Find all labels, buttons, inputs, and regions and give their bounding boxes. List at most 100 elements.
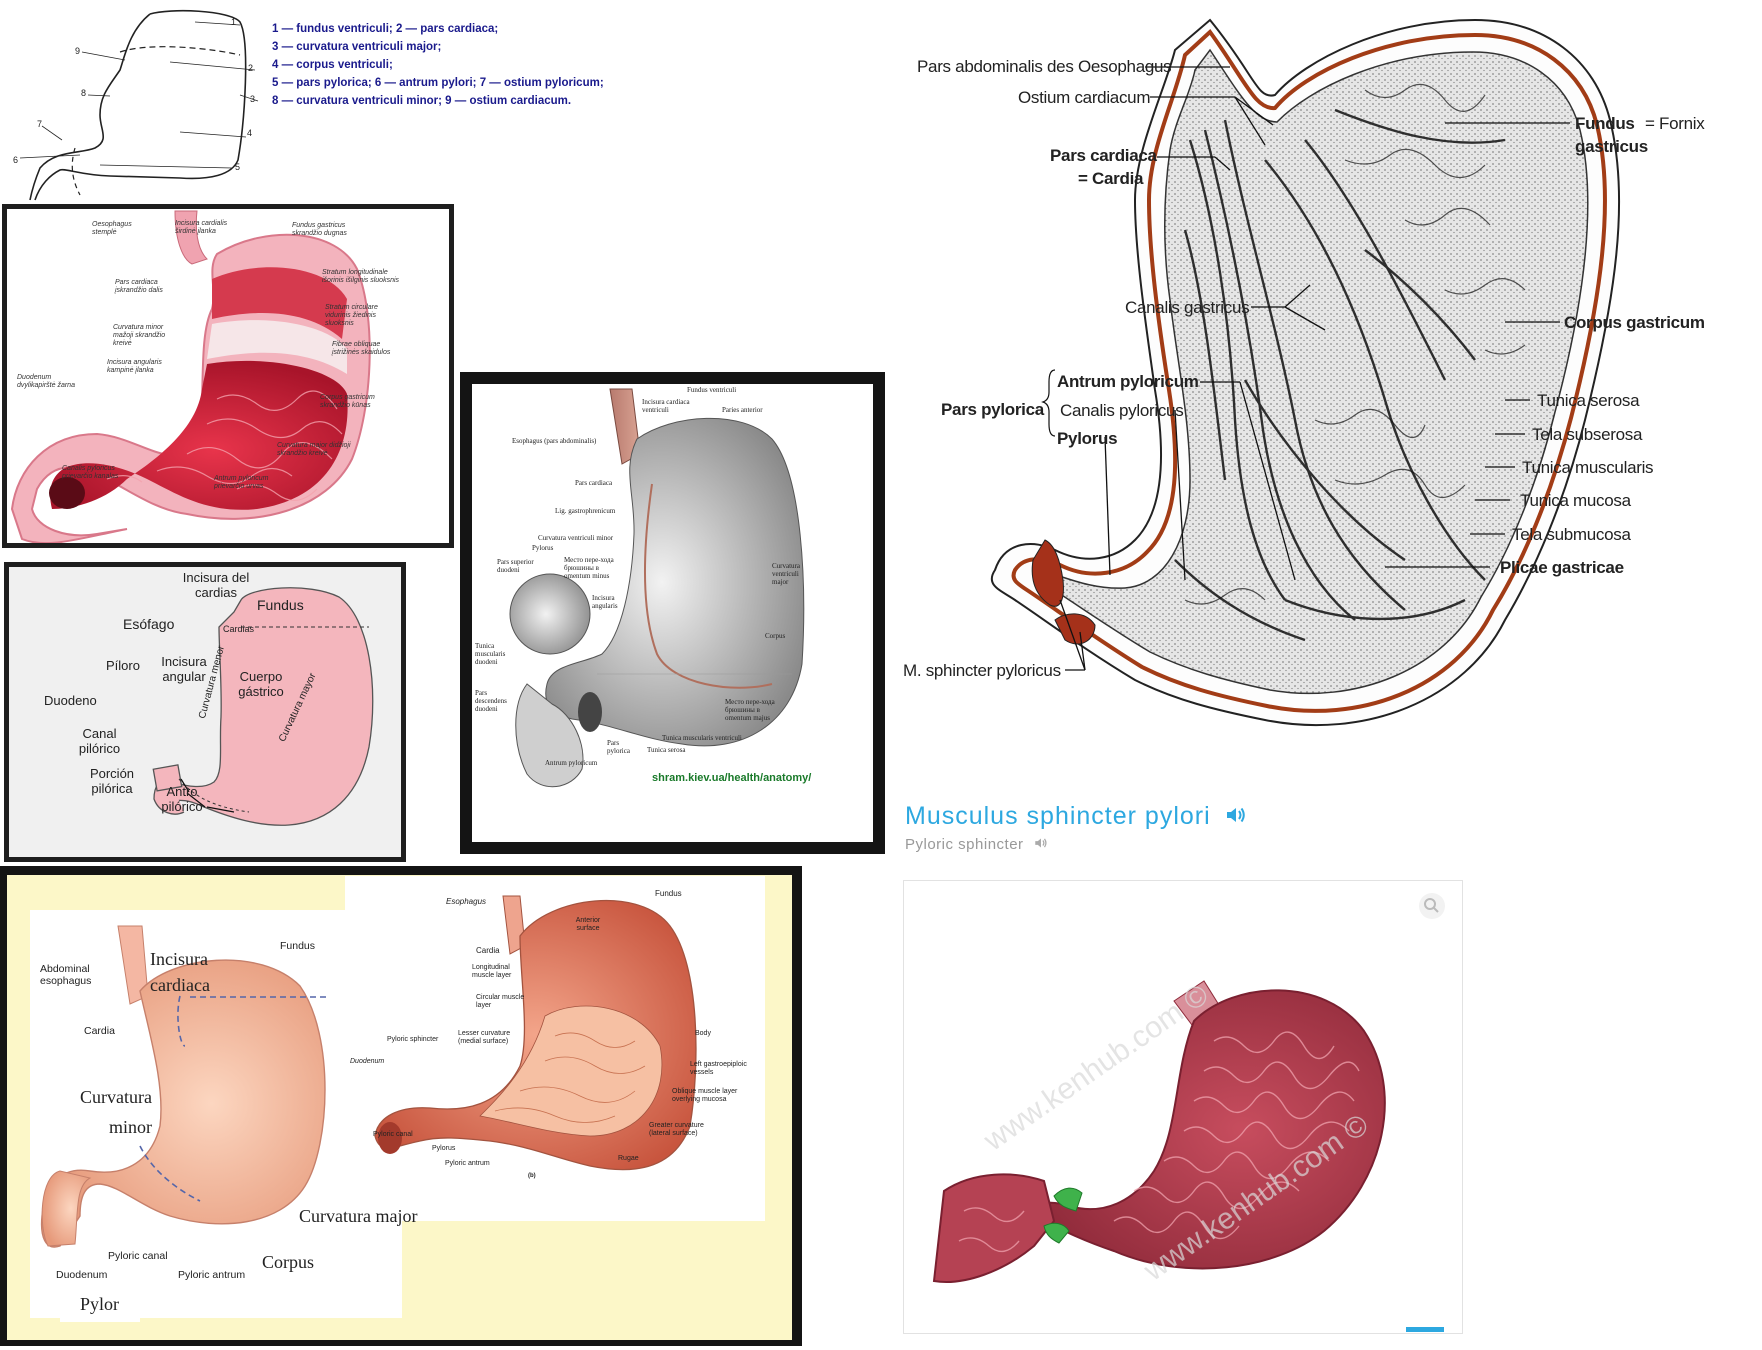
label-sphincter-pyloricus: M. sphincter pyloricus [903,661,1061,680]
label-duodenum: Duodenum [56,1269,108,1281]
speaker-icon[interactable] [1225,802,1247,831]
label-b-rugae: Rugae [618,1155,639,1162]
label-tunica-musc-ventriculi: Tunica muscularis ventriculi [662,734,742,742]
label-fornix: = Fornix [1645,114,1705,133]
label-pars-cardiaca: Pars cardiaca [1050,146,1157,165]
label-fundus: Fundus [1575,114,1635,133]
legend-line: 3 — curvatura ventriculi major; [272,41,442,53]
label-incisura-cardialis: Incisura cardialis širdinė įlanka [175,220,228,235]
latin-english-stomach-drawing [40,895,697,1248]
kenhub-title[interactable]: Musculus sphincter pylori [905,802,1247,831]
label-fundus-ventriculi: Fundus ventriculi [687,386,737,394]
spanish-stomach-panel: Incisura del cardias Fundus Esófago Card… [4,562,406,862]
label-porcion-pilorica: Porción pilórica [89,766,135,796]
label-pyloric-antrum: Pyloric antrum [178,1269,246,1281]
legend-line: 8 — curvatura ventriculi minor; 9 — osti… [272,95,572,107]
watermark-shram: shram.kiev.ua/health/anatomy/ [652,772,812,784]
label-corpus: Corpus [765,632,786,640]
label-pars-cardiaca: Pars cardiaca [575,479,613,487]
label-curvatura-major: Curvatura major [299,1206,418,1226]
gray-stomach-panel: Fundus ventriculi Incisura cardiaca vent… [460,372,885,854]
label-incisura-angularis: Incisura angularis [592,594,618,611]
label-canal-pilorico: Canal pilórico [78,726,121,756]
label-b-greater: Greater curvature (lateral surface) [649,1122,704,1138]
label-corpus-gastricum: Corpus gastricum [1564,313,1705,332]
label-mesto-majus: Место пере-хода брюшины в omentum majus [725,698,775,723]
label-plicae-gastricae: Plicae gastricae [1500,558,1624,577]
label-esophagus: Esophagus (pars abdominalis) [512,437,597,445]
label-b-tag: (b) [528,1173,536,1179]
label-b-left-gastroepiploic: Left gastroepiploic vessels [690,1061,747,1077]
label-esofago: Esófago [123,616,175,632]
gray-stomach-drawing [509,388,805,788]
label-incisura-cardiaca: Incisura cardiaca ventriculi [642,398,690,415]
label-tunica-serosa: Tunica serosa [647,746,686,754]
label-cardias: Cardias [223,624,255,634]
label-b-cardia: Cardia [476,946,500,955]
label-b-body: Body [695,1030,711,1037]
legend-line: 4 — corpus ventriculi; [272,59,393,71]
num-6: 6 [13,155,19,165]
kenhub-stomach-drawing [932,893,1445,1332]
label-cardia: = Cardia [1078,169,1144,188]
label-curvatura-major: Curvatura ventriculi major [772,562,800,587]
legend: 1 — fundus ventriculi; 2 — pars cardiaca… [272,20,604,110]
label-fundus: Fundus [280,940,316,952]
num-5: 5 [235,162,241,172]
label-pylorus: Pylorus [1057,429,1118,448]
label-curvatura-minor: Curvatura minor mažoji skrandžio kreivė [113,324,166,347]
label-canalis-gastricus: Canalis gastricus [1125,298,1250,317]
kenhub-subtitle[interactable]: Pyloric sphincter [905,836,1048,853]
cross-section-stomach-drawing [990,18,1621,727]
label-antro-pilorico: Antro pilórico [161,784,203,814]
label-fundus: Fundus [257,597,304,613]
num-4: 4 [247,128,253,138]
label-oesophagus: Oesophagus stemplė [92,221,132,236]
label-gastricus: gastricus [1575,137,1648,156]
label-pyloric-canal: Pyloric canal [108,1250,168,1262]
label-tunica-muscularis: Tunica muscularis [1522,458,1654,477]
kenhub-subtitle-text: Pyloric sphincter [905,836,1024,853]
label-incisura-cardiaca: Incisura cardiaca [150,949,210,995]
label-stratum-long: Stratum longitudinale išorinis išilginis… [322,269,400,284]
label-b-pyloric-antrum: Pyloric antrum [445,1160,490,1167]
label-b-anterior: Anterior surface [575,917,601,933]
label-pars-abdominalis: Pars abdominalis des Oesophagus [917,57,1172,76]
num-1: 1 [231,17,237,27]
label-duodenum: Duodenum dvylikapirštė žarna [17,374,75,389]
label-curvatura-minor: Curvatura ventriculi minor [538,534,614,542]
speaker-icon[interactable] [1034,836,1048,853]
outline-stomach-diagram: 1 2 3 4 5 6 7 8 9 1 — fundus ventriculi;… [0,0,700,205]
label-b-longitudinal: Longitudinal muscle layer [472,964,512,980]
label-b-oblique: Oblique muscle layer overlying mucosa [672,1088,738,1104]
label-pars-superior: Pars superior duodeni [497,558,534,575]
legend-line: 1 — fundus ventriculi; 2 — pars cardiaca… [272,23,499,35]
num-2: 2 [248,63,254,73]
label-b-pylorus: Pylorus [432,1145,456,1152]
label-curvatura-minor: Curvatura minor [80,1087,152,1137]
label-paries-anterior: Paries anterior [722,406,763,414]
lithuanian-stomach-panel: Oesophagus stemplė Incisura cardialis ši… [2,204,454,548]
label-fibrae: Fibrae obliquae įstrižinės skaidulos [332,341,391,356]
label-incisura-angularis: Incisura angularis kampinė įlanka [107,359,162,374]
kenhub-title-text: Musculus sphincter pylori [905,802,1211,830]
label-pars-descendens: Pars descendens duodeni [475,689,507,714]
label-mesto-minus: Место пере-хода брюшины в omentum minus [564,556,614,581]
label-cuerpo: Cuerpo gástrico [238,669,284,699]
label-antrum: Antrum pyloricum prievarčio urvas [214,475,269,490]
label-tela-subserosa: Tela subserosa [1532,425,1643,444]
pylor-label-box [60,1288,140,1322]
label-canalis-pyloricus: Canalis pyloricus [1060,401,1184,420]
legend-line: 5 — pars pylorica; 6 — antrum pylori; 7 … [272,77,604,89]
label-b-lesser: Lesser curvature (medial surface) [458,1030,511,1046]
latin-english-stomach-panel: Abdominal esophagus Incisura cardiaca Fu… [0,866,802,1346]
label-incisura-cardias: Incisura del cardias [182,570,250,600]
label-antrum-pyloricum: Antrum pyloricum [545,759,598,767]
kenhub-image-card[interactable]: www.kenhub.com © www.kenhub.com © [903,880,1463,1334]
num-7: 7 [37,119,43,129]
label-tela-submucosa: Tela submucosa [1512,525,1631,544]
zoom-icon[interactable] [1419,893,1445,919]
label-fundus: Fundus gastricus skrandžio dugnas [292,222,347,237]
label-canalis-pyloricus: Canalis pyloricus prievarčio kanalas [62,465,119,480]
label-pars-cardiaca: Pars cardiaca įskrandžio dalis [115,279,163,294]
